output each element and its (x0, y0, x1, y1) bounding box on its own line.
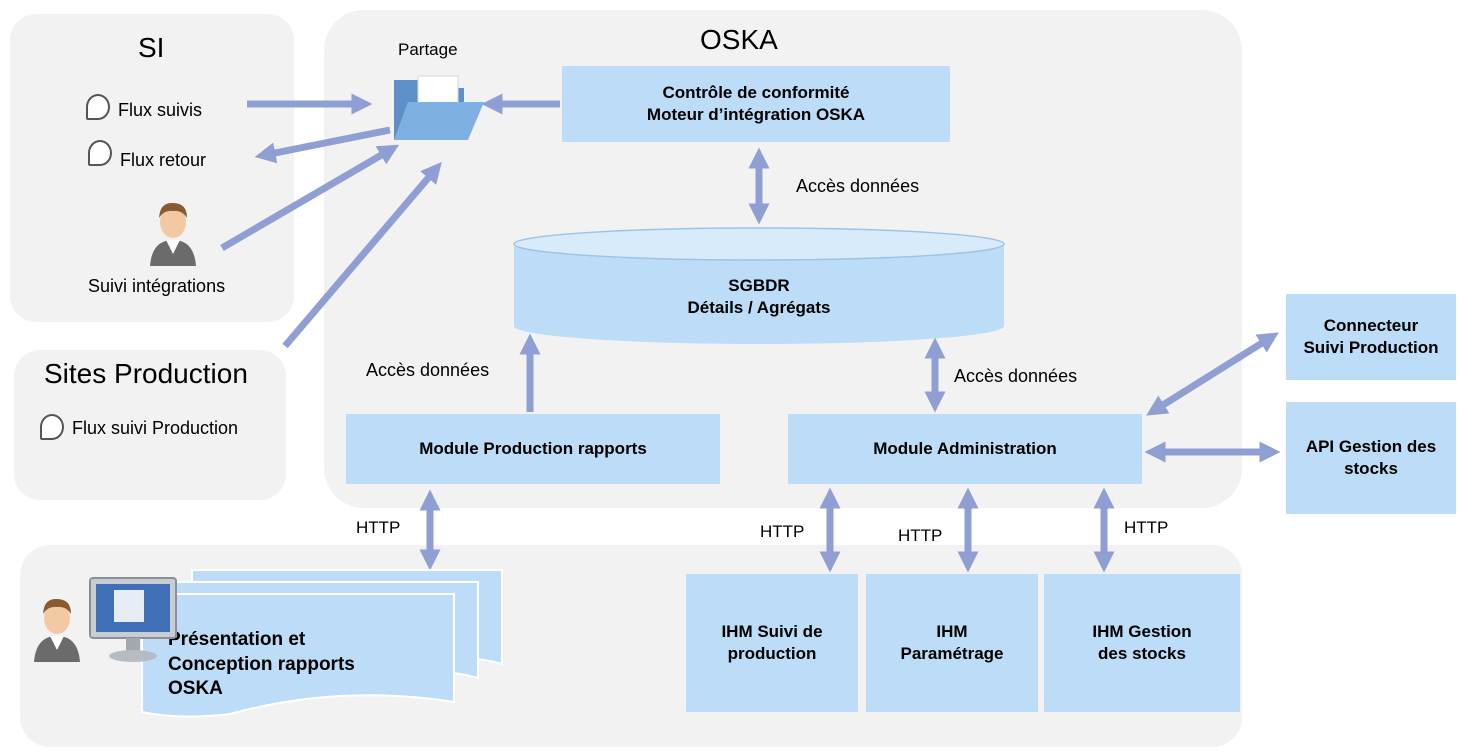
ihm-gestion-stocks-box: IHM Gestion des stocks (1044, 574, 1240, 712)
http-label-ihm-param: HTTP (898, 526, 943, 545)
acces-donnees-label-3: Accès données (954, 366, 1078, 386)
controle-conformite-box: Contrôle de conformité Moteur d’intégrat… (562, 66, 950, 142)
speech-bubble-icon (88, 140, 112, 166)
acces-donnees-label-1: Accès données (796, 176, 920, 196)
sites-production-title: Sites Production (44, 358, 248, 389)
ihm-suivi-production-box: IHM Suivi de production (686, 574, 858, 712)
si-region (10, 14, 294, 322)
arrow-admin-connecteur (1146, 332, 1279, 416)
documents-stack-icon (141, 569, 503, 718)
module-production-rapports-box: Module Production rapports (346, 414, 720, 484)
module-administration-box: Module Administration (788, 414, 1142, 484)
arrow-suivi-integrations (220, 144, 400, 252)
sgbdr-database-icon (513, 227, 1005, 344)
http-label-ihm-suivi: HTTP (760, 522, 805, 541)
http-label-ihm-stocks: HTTP (1124, 518, 1169, 537)
si-title: SI (138, 32, 165, 63)
oska-title: OSKA (700, 24, 778, 55)
speech-bubble-icon (86, 94, 110, 120)
flux-retour-label: Flux retour (120, 150, 207, 170)
flux-suivis-label: Flux suivis (118, 100, 203, 120)
presentation-conception-label: Présentation et Conception rapports OSKA (168, 628, 355, 700)
flux-suivi-production-label: Flux suivi Production (72, 418, 239, 438)
acces-donnees-label-2: Accès données (366, 360, 490, 380)
suivi-integrations-label: Suivi intégrations (88, 276, 226, 296)
arrow-sites-production (282, 162, 442, 349)
connecteur-suivi-production-box: Connecteur Suivi Production (1286, 294, 1456, 380)
user-icon (150, 202, 196, 266)
folder-icon (394, 75, 484, 140)
computer-icon (89, 577, 177, 662)
speech-bubble-icon (40, 414, 64, 440)
arrow-flux-retour (254, 126, 391, 164)
partage-label: Partage (398, 40, 458, 59)
user-icon (34, 598, 80, 662)
api-gestion-stocks-box: API Gestion des stocks (1286, 402, 1456, 514)
ihm-parametrage-box: IHM Paramétrage (866, 574, 1038, 712)
http-label-production: HTTP (356, 518, 401, 537)
sgbdr-label: SGBDR Détails / Agrégats (687, 275, 831, 317)
